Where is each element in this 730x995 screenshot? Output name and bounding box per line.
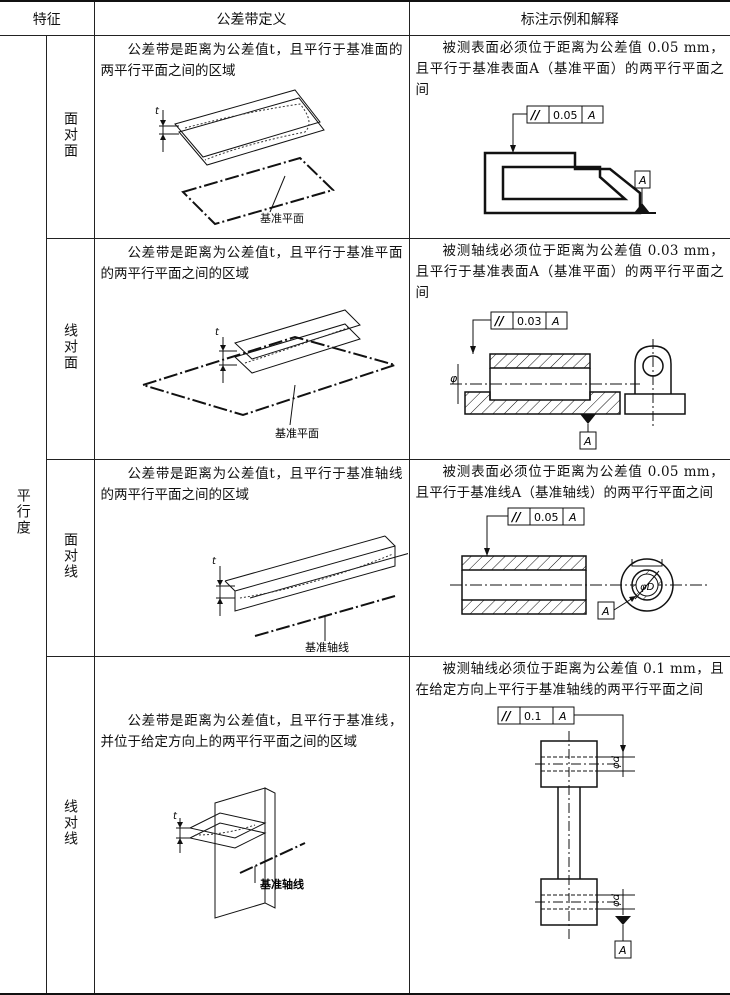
datum-label: A (583, 435, 592, 448)
header-row: 特征 公差带定义 标注示例和解释 (0, 1, 730, 36)
diameter-label-bottom: φd (611, 893, 622, 907)
sub-cell: 面对面 (46, 36, 94, 239)
tolerance-zone-figure: t 基准轴线 (95, 506, 408, 656)
definition-text: 公差带是距离为公差值t，且平行于基准平面的两平行平面之间的区域 (95, 239, 409, 285)
datum-label: A (601, 605, 610, 618)
explanation-text: 被测轴线必须位于距离为公差值 0.03 mm，且平行于基准表面A（基准平面）的两… (410, 239, 730, 304)
tolerance-zone-figure: t 基准平面 (95, 82, 408, 237)
category-cell: 平行度 (0, 36, 46, 994)
sub-label: 线对面 (60, 323, 80, 371)
definition-text: 公差带是距离为公差值t，且平行于基准线，并位于给定方向上的两平行平面之间的区域 (95, 707, 409, 753)
definition-text: 公差带是距离为公差值t，且平行于基准轴线的两平行平面之间的区域 (95, 460, 409, 506)
sub-label: 线对线 (60, 799, 80, 847)
datum-label: A (618, 944, 627, 957)
definition-cell: 公差带是距离为公差值t，且平行于基准面的两平行平面之间的区域 t 基准平面 (94, 36, 409, 239)
parallel-symbol: // (510, 510, 522, 524)
definition-cell: 公差带是距离为公差值t，且平行于基准平面的两平行平面之间的区域 t 基准平面 (94, 239, 409, 460)
header-feature: 特征 (0, 1, 94, 36)
example-cell: 被测轴线必须位于距离为公差值 0.03 mm，且平行于基准表面A（基准平面）的两… (409, 239, 730, 460)
definition-cell: 公差带是距离为公差值t，且平行于基准线，并位于给定方向上的两平行平面之间的区域 … (94, 657, 409, 994)
parallel-symbol: // (493, 314, 505, 328)
table-row: 平行度 面对面 公差带是距离为公差值t，且平行于基准面的两平行平面之间的区域 t (0, 36, 730, 239)
definition-text: 公差带是距离为公差值t，且平行于基准面的两平行平面之间的区域 (95, 36, 409, 82)
example-drawing: // 0.1 A φd (410, 701, 729, 966)
diameter-label-top: φd (611, 755, 622, 769)
t-label: t (215, 327, 220, 338)
tolerance-zone-figure: t 基准轴线 (95, 753, 408, 953)
example-drawing: // 0.03 A φ (410, 304, 729, 459)
frame-datum: A (558, 710, 567, 723)
example-drawing: // 0.05 A φD A (410, 504, 729, 632)
figure-label: 基准平面 (260, 212, 304, 225)
table-row: 线对面 公差带是距离为公差值t，且平行于基准平面的两平行平面之间的区域 t 基准… (0, 239, 730, 460)
t-label: t (173, 811, 178, 822)
sub-cell: 线对面 (46, 239, 94, 460)
sub-label: 面对线 (60, 532, 80, 580)
sub-cell: 面对线 (46, 460, 94, 657)
diameter-label: φD (640, 582, 655, 593)
frame-value: 0.1 (524, 710, 542, 723)
frame-datum: A (587, 109, 596, 122)
sub-cell: 线对线 (46, 657, 94, 994)
example-cell: 被测表面必须位于距离为公差值 0.05 mm，且平行于基准线A（基准轴线）的两平… (409, 460, 730, 657)
figure-label: 基准平面 (275, 427, 319, 440)
example-cell: 被测轴线必须位于距离为公差值 0.1 mm，且在给定方向上平行于基准轴线的两平行… (409, 657, 730, 994)
figure-label: 基准轴线 (305, 640, 349, 654)
frame-value: 0.05 (553, 109, 578, 122)
explanation-text: 被测表面必须位于距离为公差值 0.05 mm，且平行于基准表面A（基准平面）的两… (410, 36, 730, 101)
example-cell: 被测表面必须位于距离为公差值 0.05 mm，且平行于基准表面A（基准平面）的两… (409, 36, 730, 239)
header-definition: 公差带定义 (94, 1, 409, 36)
frame-value: 0.03 (517, 315, 542, 328)
example-drawing: // 0.05 A A (410, 101, 729, 231)
parallel-symbol: // (500, 709, 512, 723)
phi-label: φ (450, 372, 458, 385)
t-label: t (212, 556, 217, 567)
frame-datum: A (551, 315, 560, 328)
sub-label: 面对面 (60, 111, 80, 159)
tolerance-zone-figure: t 基准平面 (95, 285, 408, 458)
explanation-text: 被测轴线必须位于距离为公差值 0.1 mm，且在给定方向上平行于基准轴线的两平行… (410, 657, 730, 701)
figure-label: 基准轴线 (259, 877, 304, 891)
parallel-symbol: // (529, 108, 541, 122)
frame-value: 0.05 (534, 511, 559, 524)
datum-label: A (638, 174, 647, 187)
header-example: 标注示例和解释 (409, 1, 730, 36)
frame-datum: A (568, 511, 577, 524)
explanation-text: 被测表面必须位于距离为公差值 0.05 mm，且平行于基准线A（基准轴线）的两平… (410, 460, 730, 504)
table-row: 线对线 公差带是距离为公差值t，且平行于基准线，并位于给定方向上的两平行平面之间… (0, 657, 730, 994)
definition-cell: 公差带是距离为公差值t，且平行于基准轴线的两平行平面之间的区域 t 基准轴线 (94, 460, 409, 657)
t-label: t (155, 106, 160, 117)
table-row: 面对线 公差带是距离为公差值t，且平行于基准轴线的两平行平面之间的区域 t 基准… (0, 460, 730, 657)
category-label: 平行度 (13, 488, 33, 536)
